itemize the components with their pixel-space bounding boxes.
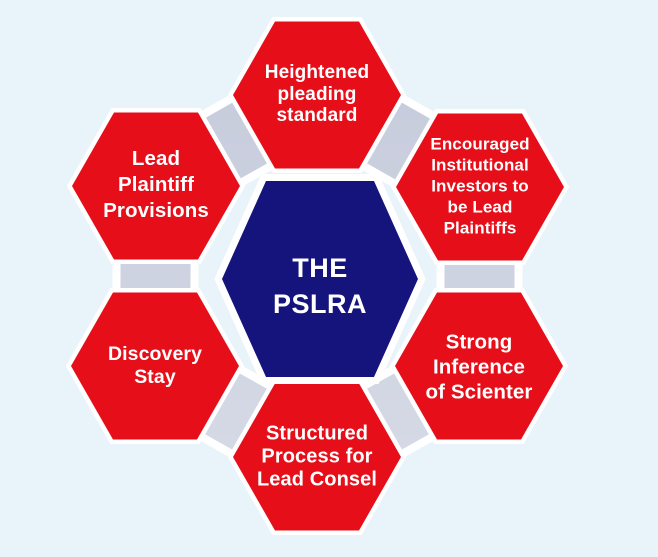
label-discovery-stay: Discovery Stay bbox=[107, 343, 203, 388]
hexagon-encouraged-institutional-investors bbox=[390, 109, 570, 265]
label-encouraged-institutional-investors: Encouraged Institutional Investors to be… bbox=[430, 134, 530, 238]
hexagon-heightened-pleading-standard bbox=[227, 17, 407, 173]
label-lead-plaintiff-provisions: Lead Plaintiff Provisions bbox=[103, 147, 209, 222]
label-the-pslra: THE PSLRA bbox=[272, 253, 367, 319]
hexagon-discovery-stay bbox=[65, 288, 245, 444]
label-strong-inference-of-scienter: Strong Inference of Scienter bbox=[425, 330, 533, 404]
label-structured-process-lead-consel: Structured Process for Lead Consel bbox=[256, 422, 378, 491]
hexagon-lead-plaintiff-provisions bbox=[66, 108, 246, 264]
hexagon-the-pslra-center bbox=[214, 174, 426, 384]
hexagon-strong-inference-of-scienter bbox=[389, 288, 569, 444]
label-heightened-pleading-standard: Heightened pleading standard bbox=[264, 61, 370, 126]
